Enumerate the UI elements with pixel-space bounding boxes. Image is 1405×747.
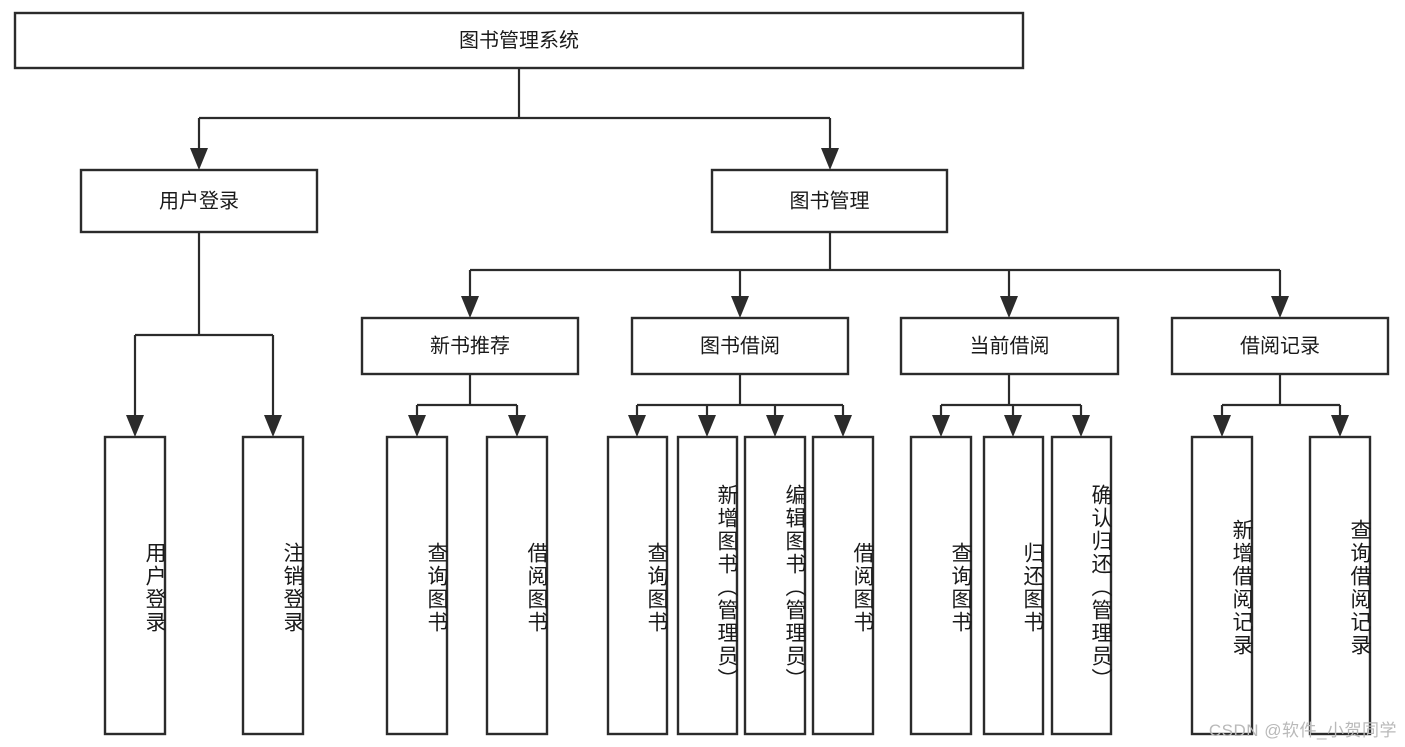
- connectors-layer: [126, 68, 1349, 437]
- node-label-user-login: 用户登录: [159, 189, 239, 212]
- group-1-drop-3-arrowhead: [834, 415, 852, 437]
- level3-drop-0-arrowhead: [461, 296, 479, 318]
- node-box-leaf-edit-book: [743, 435, 807, 736]
- node-boxes-layer: [13, 11, 1390, 736]
- group-3-drop-0-arrowhead: [1213, 415, 1231, 437]
- node-label-borrow-record: 借阅记录: [1240, 334, 1320, 357]
- group-0-drop-1-arrowhead: [508, 415, 526, 437]
- group-2-drop-0-arrowhead: [932, 415, 950, 437]
- group-1-drop-2-arrowhead: [766, 415, 784, 437]
- node-box-leaf-borrow-book-rec: [485, 435, 549, 736]
- node-box-leaf-add-borrow-record: [1190, 435, 1254, 736]
- group-1-drop-0-arrowhead: [628, 415, 646, 437]
- level3-drop-1-arrowhead: [731, 296, 749, 318]
- csdn-watermark: CSDN @软件_小贺同学: [1208, 721, 1397, 740]
- node-box-current-borrow: [899, 316, 1120, 376]
- node-box-leaf-query-book-bb: [606, 435, 669, 736]
- node-box-root: [13, 11, 1025, 70]
- node-box-leaf-query-borrow-record: [1308, 435, 1372, 736]
- group-2-drop-1-arrowhead: [1004, 415, 1022, 437]
- node-label-new-book-recommend: 新书推荐: [430, 334, 510, 357]
- node-box-new-book-recommend: [360, 316, 580, 376]
- user-login-drop-0-arrowhead: [126, 415, 144, 437]
- level3-drop-3-arrowhead: [1271, 296, 1289, 318]
- node-box-leaf-query-book-rec: [385, 435, 449, 736]
- group-1-drop-1-arrowhead: [698, 415, 716, 437]
- node-box-book-borrow: [630, 316, 850, 376]
- node-box-leaf-logout: [241, 435, 305, 736]
- level2-drop-0-arrowhead: [190, 148, 208, 170]
- node-box-user-login: [79, 168, 319, 234]
- node-box-book-manage: [710, 168, 949, 234]
- level3-drop-2-arrowhead: [1000, 296, 1018, 318]
- group-0-drop-0-arrowhead: [408, 415, 426, 437]
- node-box-leaf-confirm-return: [1050, 435, 1113, 736]
- node-label-book-borrow: 图书借阅: [700, 334, 780, 357]
- node-box-leaf-borrow-book-bb: [811, 435, 875, 736]
- group-2-drop-2-arrowhead: [1072, 415, 1090, 437]
- user-login-drop-1-arrowhead: [264, 415, 282, 437]
- group-3-drop-1-arrowhead: [1331, 415, 1349, 437]
- node-box-leaf-query-book-cb: [909, 435, 973, 736]
- node-label-root: 图书管理系统: [459, 29, 579, 52]
- level2-drop-1-arrowhead: [821, 148, 839, 170]
- node-box-leaf-user-login: [103, 435, 167, 736]
- node-label-current-borrow: 当前借阅: [970, 334, 1050, 357]
- node-label-book-manage: 图书管理: [790, 189, 870, 212]
- node-box-leaf-add-book: [676, 435, 739, 736]
- node-box-borrow-record: [1170, 316, 1390, 376]
- node-box-leaf-return-book: [982, 435, 1045, 736]
